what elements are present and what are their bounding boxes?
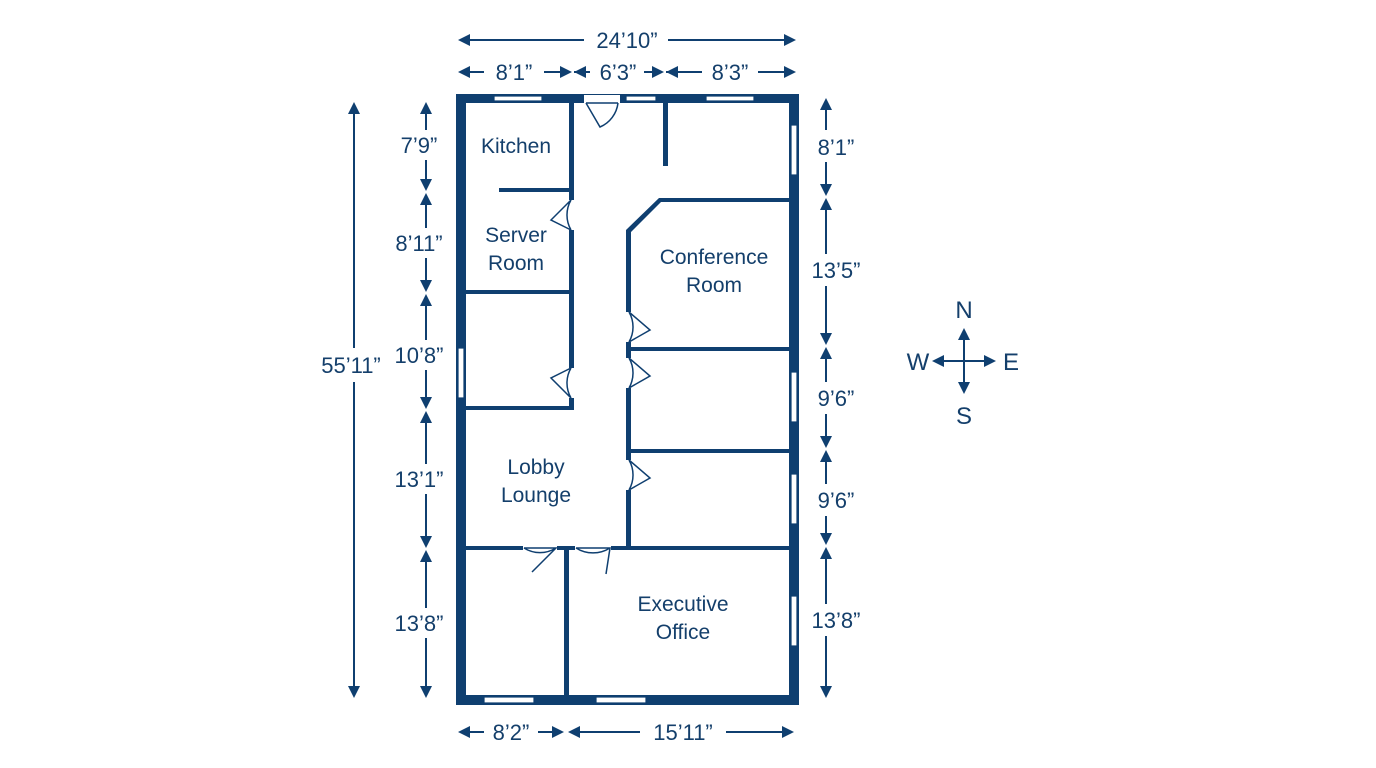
wall-west-column — [569, 103, 574, 410]
door-executive — [575, 547, 611, 575]
window-east-4 — [790, 595, 798, 647]
label-kitchen: Kitchen — [481, 135, 551, 158]
door-office-1 — [628, 357, 652, 389]
arrow-south-icon — [958, 382, 970, 394]
bottom-dimensions: 8’2” 15’11” — [458, 720, 794, 745]
wall-office-2 — [626, 449, 789, 453]
compass-north-label: N — [955, 297, 972, 324]
label-lobby-1: Lobby — [507, 456, 565, 479]
window-south-1 — [483, 696, 535, 704]
label-conference-2: Room — [686, 274, 742, 297]
label-server-2: Room — [488, 252, 544, 275]
dim-left-4: 13’1” — [395, 467, 444, 492]
dim-top-right: 8’3” — [712, 60, 749, 85]
window-east-1 — [790, 124, 798, 176]
window-south-2 — [595, 696, 647, 704]
compass-west-label: W — [907, 349, 930, 376]
dim-right-4: 9’6” — [818, 488, 855, 513]
window-east-3 — [790, 473, 798, 525]
door-conference — [628, 311, 652, 343]
label-executive-1: Executive — [637, 593, 728, 616]
wall-south-band — [466, 546, 789, 550]
wall-closet-lobby — [466, 406, 574, 410]
label-server-1: Server — [485, 224, 547, 247]
window-west — [457, 347, 465, 399]
top-dimensions: 24’10” 8’1” 6’3” 8’3” — [458, 28, 796, 85]
compass-south-label: S — [956, 403, 972, 430]
dim-left-5: 13’8” — [395, 611, 444, 636]
walls — [456, 94, 799, 705]
wall-executive-west — [564, 546, 569, 696]
window-north-corridor — [625, 95, 657, 102]
door-entrance — [585, 102, 619, 128]
dim-bottom-right: 15’11” — [653, 720, 713, 745]
room-labels: Kitchen Server Room Conference Room Lobb… — [481, 135, 768, 644]
door-server — [549, 199, 572, 231]
dim-left-2: 8’11” — [395, 231, 442, 256]
arrow-east-icon — [984, 355, 996, 367]
left-dimensions: 55’11” 7’9” 8’11” 10’8” 13’1” 13’8” — [321, 102, 443, 698]
dim-left-1: 7’9” — [401, 133, 438, 158]
wall-server-closet — [466, 290, 572, 294]
dim-top-middle: 6’3” — [600, 60, 637, 85]
dim-top-left: 8’1” — [496, 60, 533, 85]
label-lobby-2: Lounge — [501, 484, 571, 507]
door-southwest — [523, 547, 558, 573]
compass: N S W E — [907, 297, 1019, 430]
window-north-east — [705, 95, 755, 102]
label-conference-1: Conference — [660, 246, 769, 269]
arrow-north-icon — [958, 328, 970, 340]
door-closet — [549, 367, 572, 399]
wall-kitchen-server — [499, 188, 569, 192]
dim-total-height: 55’11” — [321, 353, 381, 378]
dim-right-1: 8’1” — [818, 135, 855, 160]
wall-office-1 — [626, 347, 789, 351]
compass-east-label: E — [1003, 349, 1019, 376]
dim-bottom-left: 8’2” — [493, 720, 530, 745]
doors — [523, 95, 652, 575]
dim-right-5: 13’8” — [812, 608, 861, 633]
wall-stub — [663, 103, 668, 166]
window-north-kitchen — [493, 95, 543, 102]
dim-left-3: 10’8” — [395, 343, 444, 368]
dim-total-width: 24’10” — [596, 28, 657, 53]
arrow-west-icon — [932, 355, 944, 367]
dim-right-3: 9’6” — [818, 386, 855, 411]
window-east-2 — [790, 371, 798, 423]
door-office-2 — [628, 459, 652, 491]
windows — [457, 95, 798, 704]
dim-right-2: 13’5” — [812, 258, 861, 283]
label-executive-2: Office — [656, 621, 710, 644]
outer-wall-west — [456, 94, 466, 705]
right-dimensions: 8’1” 13’5” 9’6” 9’6” 13’8” — [812, 98, 861, 698]
